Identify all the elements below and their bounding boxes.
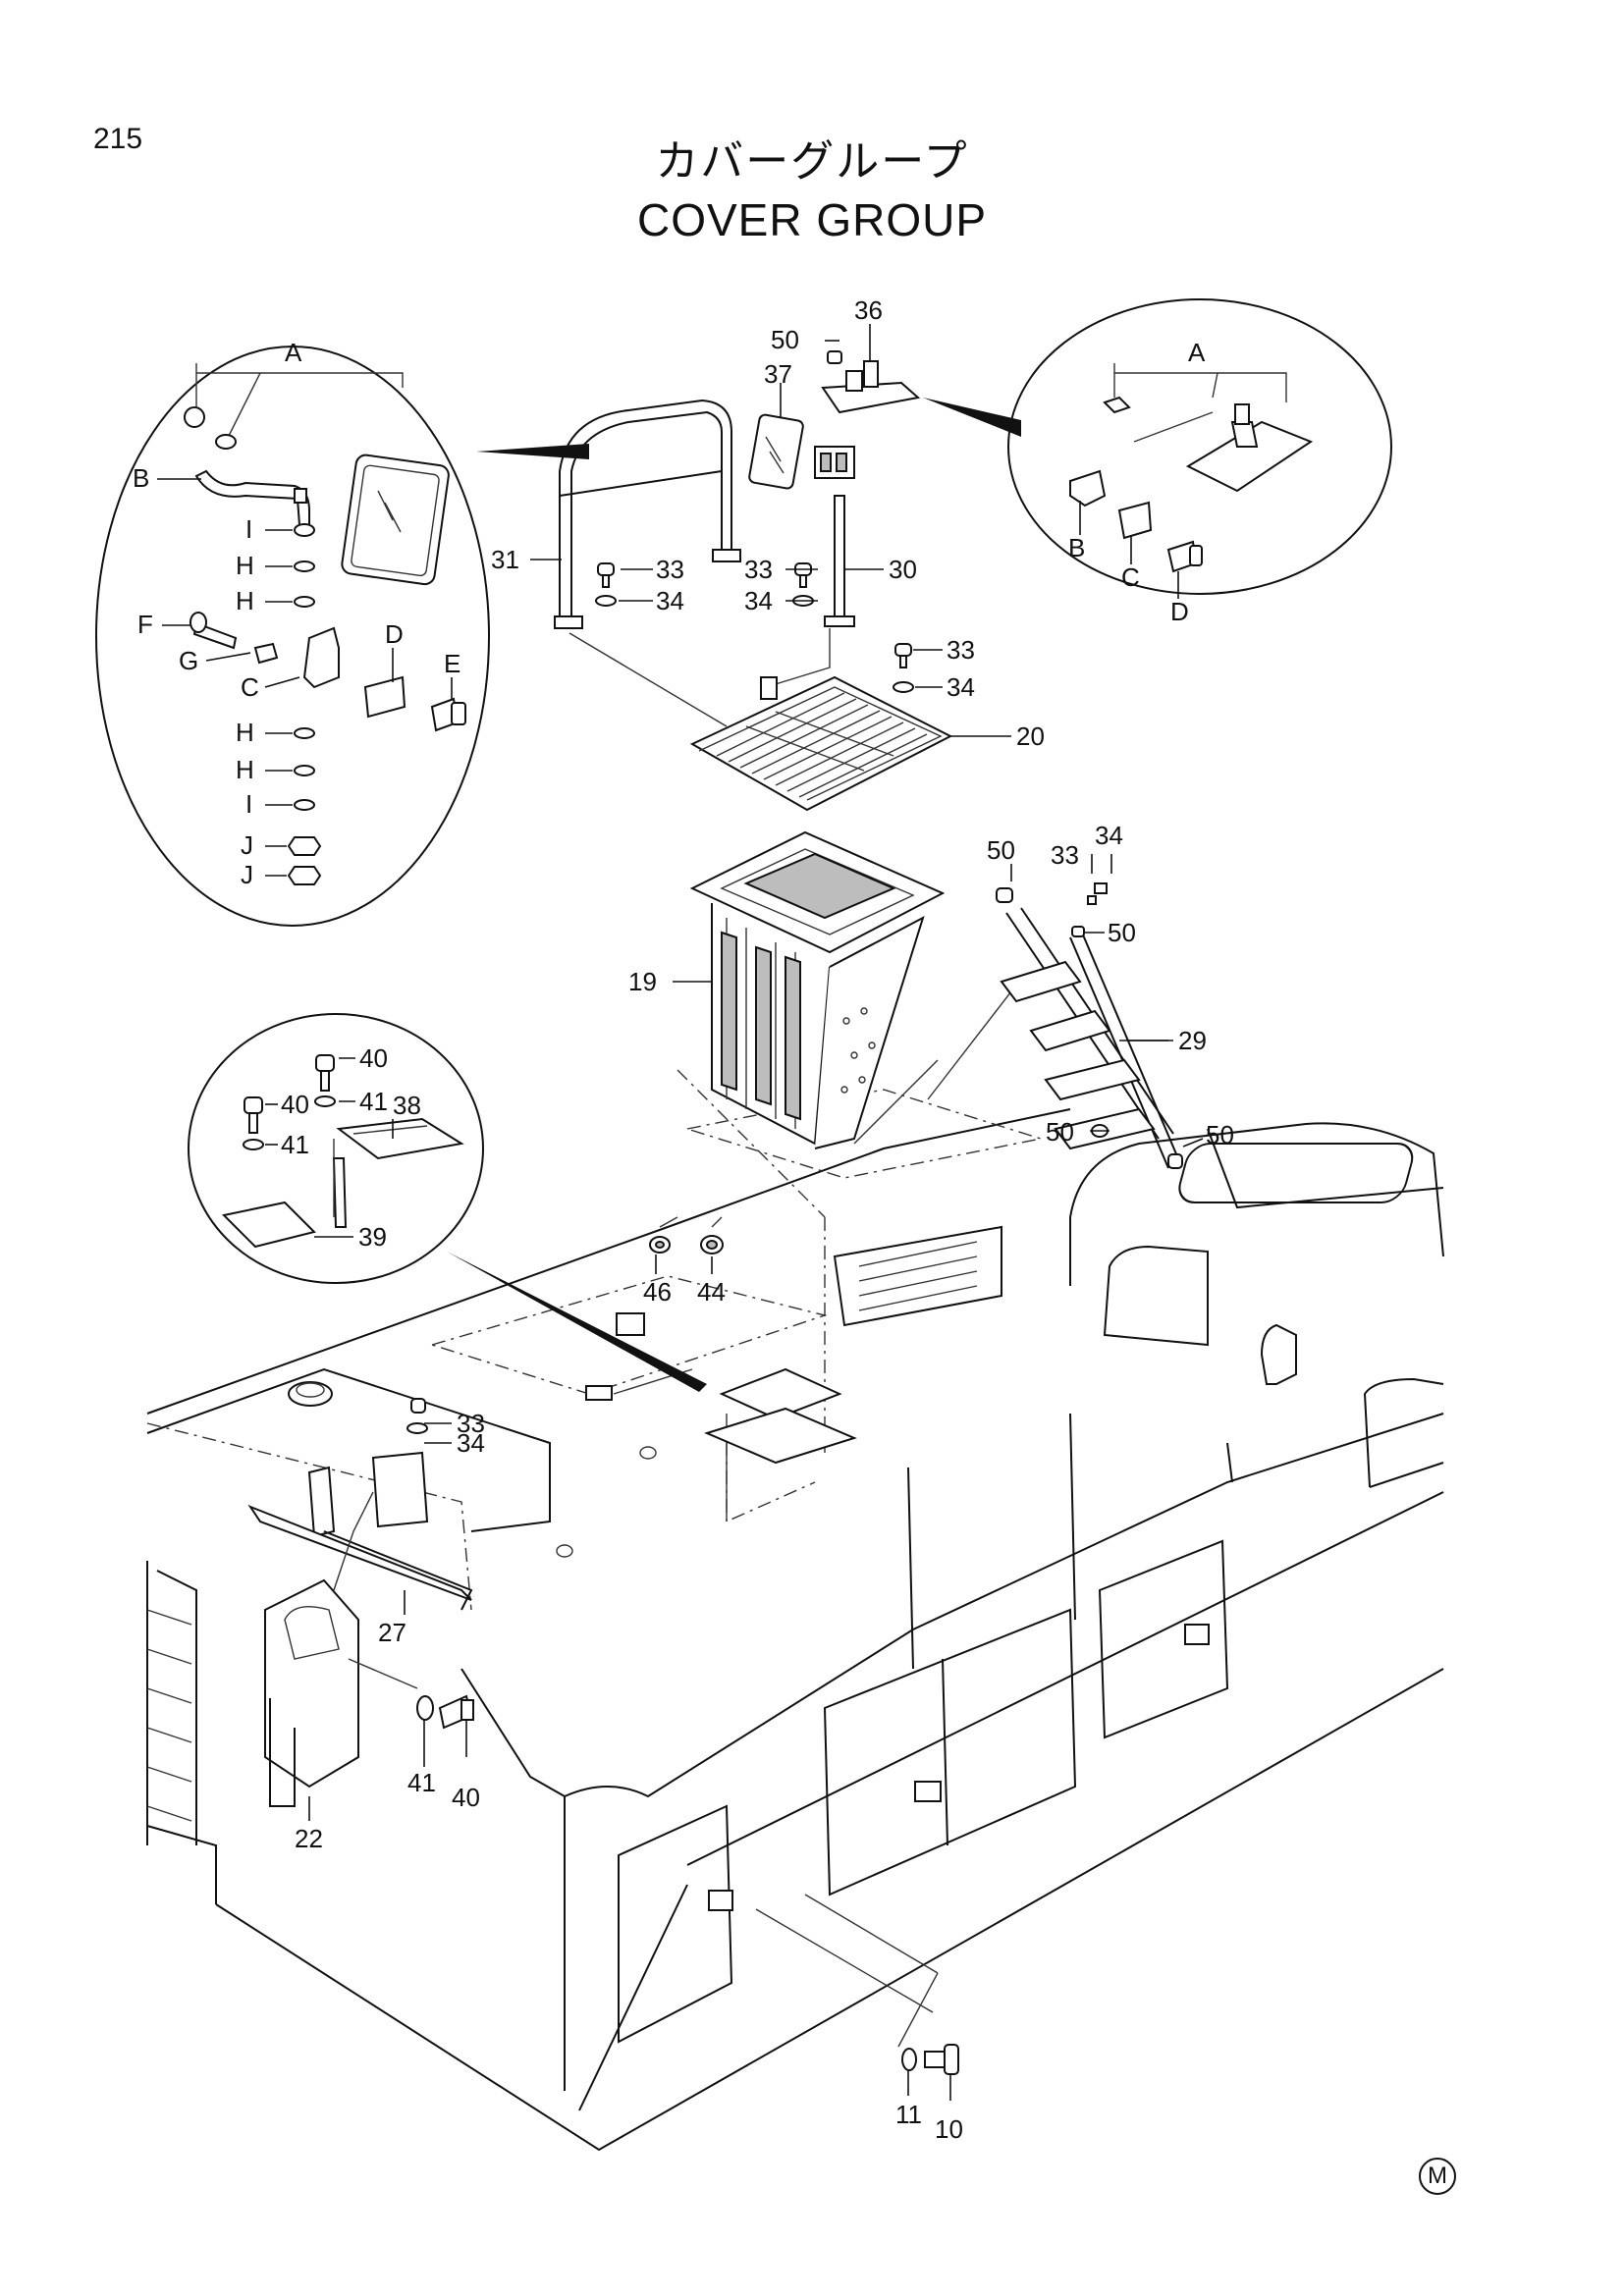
detail-right	[1007, 298, 1392, 595]
callout-36: 36	[854, 295, 883, 325]
door-latch-3	[1184, 1624, 1210, 1645]
mirror-bracket-36	[821, 360, 921, 414]
pole-30	[834, 495, 845, 624]
callout-33-rail-left: 33	[656, 555, 684, 584]
callout-40-seat-top: 40	[359, 1043, 388, 1073]
detail-left-H-4: H	[236, 755, 254, 784]
detail-left-G: G	[179, 646, 198, 675]
detail-left	[95, 346, 490, 927]
callout-34-rail-left: 34	[656, 586, 684, 615]
callout-34-cover: 34	[457, 1428, 485, 1458]
door-latch-1	[708, 1890, 733, 1911]
callout-37: 37	[764, 359, 792, 389]
callout-38: 38	[393, 1091, 421, 1120]
handrail-foot-2	[712, 549, 741, 562]
callout-50-ladder-bottom-left: 50	[1046, 1117, 1074, 1147]
callout-50-ladder-top: 50	[987, 835, 1015, 865]
callout-30: 30	[889, 555, 917, 584]
detail-left-H-1: H	[236, 551, 254, 580]
bolt-washer-rail-left	[595, 562, 617, 607]
callout-11: 11	[895, 2100, 922, 2129]
cap-50-top	[827, 350, 842, 364]
callout-40-seat-left: 40	[281, 1090, 309, 1119]
detail-right-A: A	[1188, 338, 1206, 367]
callout-46: 46	[643, 1277, 672, 1307]
detail-right-B: B	[1068, 533, 1085, 562]
handrail-assembly	[476, 350, 1021, 727]
callout-33-rail-right: 33	[744, 555, 773, 584]
callout-33-cover: 33	[457, 1409, 485, 1438]
title-japanese: カバーグループ	[655, 136, 969, 187]
callout-34-grille: 34	[947, 672, 975, 702]
grille-20	[689, 675, 953, 812]
handrail-foot-1	[554, 615, 583, 629]
detail-left-I-bottom: I	[245, 789, 252, 819]
detail-left-A: A	[285, 338, 302, 367]
detail-left-H-2: H	[236, 586, 254, 615]
callout-10: 10	[935, 2114, 963, 2144]
ladder-29	[996, 882, 1183, 1169]
page-number: 215	[93, 123, 143, 155]
callout-50-ladder-mid: 50	[1108, 918, 1136, 947]
callout-41-seat-top: 41	[359, 1087, 388, 1116]
title-english: COVER GROUP	[636, 194, 988, 245]
callout-34-rail-right: 34	[744, 586, 773, 615]
bolt-washer-grille	[893, 643, 914, 693]
callout-33-grille: 33	[947, 635, 975, 665]
callout-20: 20	[1016, 721, 1045, 751]
detail-left-H-3: H	[236, 718, 254, 747]
detail-left-stack	[287, 523, 340, 885]
door-latch-2	[914, 1781, 942, 1802]
callout-50-ladder-bottom-right: 50	[1206, 1120, 1234, 1149]
maker-mark: M	[1419, 2158, 1456, 2195]
mirror-clamp	[814, 446, 855, 479]
callout-29: 29	[1178, 1026, 1207, 1055]
callout-39: 39	[358, 1222, 387, 1252]
callout-44: 44	[697, 1277, 726, 1307]
callout-41-seat-left: 41	[281, 1130, 309, 1159]
detail-left-C: C	[241, 672, 259, 702]
detail-left-J-2: J	[241, 860, 253, 889]
detail-right-D: D	[1170, 597, 1189, 626]
detail-seat	[188, 1013, 484, 1284]
mirror-37	[748, 413, 804, 490]
detail-right-C: C	[1121, 562, 1140, 592]
bolt-10-washer-11	[755, 1894, 959, 2075]
detail-left-E: E	[444, 649, 460, 678]
cap-50-ladder-top	[996, 887, 1013, 903]
detail-left-labels: A B I H H F G D E C H H I J J	[133, 338, 460, 889]
callout-40-cover: 40	[452, 1783, 480, 1812]
callout-27: 27	[378, 1618, 406, 1647]
callout-31: 31	[491, 545, 519, 574]
callout-leaders	[157, 324, 1204, 2101]
detail-left-I-top: I	[245, 514, 252, 544]
detail-left-J-1: J	[241, 830, 253, 860]
callout-labels: 31 33 34 33 34 30 33 34 20 19 50 36 37 2…	[281, 295, 1234, 2144]
detail-left-mirror	[341, 454, 450, 586]
hood-parts	[447, 1216, 857, 1522]
filter-unit-19	[689, 830, 1012, 1149]
detail-left-F: F	[137, 610, 153, 639]
callout-19: 19	[628, 967, 657, 996]
detail-left-D: D	[385, 619, 404, 649]
machine-body	[146, 1069, 1444, 2152]
cover-22	[264, 1578, 474, 1807]
callout-34-ladder: 34	[1095, 821, 1123, 850]
hood-latch	[616, 1312, 645, 1336]
callout-22: 22	[295, 1824, 323, 1853]
fuel-cap	[288, 1381, 333, 1407]
callout-33-ladder: 33	[1051, 840, 1079, 870]
cover-27	[247, 1398, 473, 1611]
detail-left-B: B	[133, 463, 149, 493]
detail-right-labels: A B C D	[1068, 338, 1206, 626]
callout-50-top: 50	[771, 325, 799, 354]
title-block: カバーグループ COVER GROUP	[0, 133, 1624, 248]
callout-41-cover: 41	[407, 1768, 436, 1797]
